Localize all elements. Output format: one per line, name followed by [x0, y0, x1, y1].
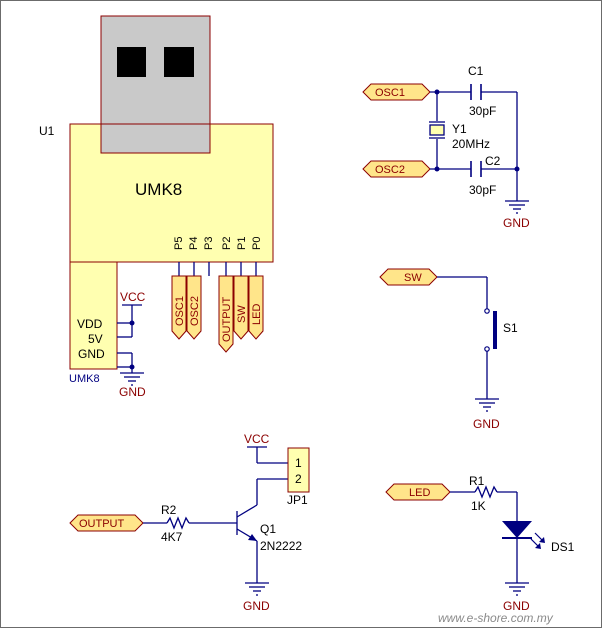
umk8-ref: U1: [39, 124, 55, 138]
pin-label-p0: P0: [251, 237, 263, 250]
gnd-symbol-crystal: [504, 200, 530, 214]
gnd-label-crystal: GND: [503, 216, 530, 230]
led-wires: [450, 485, 518, 583]
vcc-label-umk8: VCC: [120, 290, 146, 304]
gnd-label-transistor: GND: [243, 599, 270, 613]
umk8-name: UMK8: [135, 180, 182, 199]
osc1-port: OSC1: [362, 83, 431, 101]
jp1-pin1: 1: [295, 456, 302, 470]
r2-value: 4K7: [161, 530, 183, 544]
svg-text:LED: LED: [409, 487, 430, 499]
gnd-label-led: GND: [503, 599, 530, 613]
gnd-symbol-transistor: [244, 582, 270, 596]
svg-text:OUTPUT: OUTPUT: [79, 518, 125, 530]
svg-text:SW: SW: [236, 305, 248, 323]
pin-label-p5: P5: [173, 237, 185, 250]
q1-ref: Q1: [260, 522, 276, 536]
junction-vdd: [129, 320, 135, 326]
crystal-y1: [429, 121, 445, 139]
usb-contact-right: [164, 47, 194, 77]
r1-ref: R1: [469, 474, 485, 488]
c2-value: 30pF: [469, 183, 496, 197]
svg-text:OSC2: OSC2: [375, 164, 405, 176]
junction-osc1: [434, 89, 440, 95]
ds1-ref: DS1: [551, 540, 575, 554]
s1-ref: S1: [503, 321, 518, 335]
usb-connector-overlap: [100, 123, 211, 154]
watermark: www.e-shore.com.my: [438, 611, 554, 625]
pushbutton-s1: [484, 308, 497, 352]
pin-label-p1: P1: [236, 237, 248, 250]
emitter-arrow: [248, 534, 257, 541]
switch-wires: [437, 276, 488, 399]
r1-value: 1K: [471, 499, 486, 513]
c1-value: 30pF: [469, 104, 496, 118]
gnd-symbol-switch: [474, 398, 500, 412]
led-circuit: LED R1 1K DS1 GND: [385, 474, 575, 613]
svg-text:OSC2: OSC2: [189, 296, 201, 326]
svg-text:OSC1: OSC1: [375, 87, 405, 99]
net-label-osc2-vertical: OSC2: [186, 275, 202, 340]
pin-stubs: [178, 262, 257, 276]
umk8-module: U1 UMK8 P5 P4 P3 P2 P1 P0 OSC1 OSC2 OU: [39, 15, 274, 399]
vdd-label: VDD: [77, 317, 103, 331]
pin-label-p2: P2: [221, 237, 233, 250]
gnd-pin-label: GND: [78, 347, 105, 361]
net-label-osc1-vertical: OSC1: [171, 275, 187, 340]
capacitor-c2: [470, 161, 482, 177]
gnd-label-umk8: GND: [119, 385, 146, 399]
c1-ref: C1: [468, 64, 484, 78]
umk8-power-block: [69, 261, 118, 370]
svg-text:OUTPUT: OUTPUT: [221, 297, 233, 343]
output-port: OUTPUT: [69, 514, 144, 532]
q1-value: 2N2222: [260, 539, 302, 553]
diode-ds1: [502, 521, 545, 549]
sw-port: SW: [379, 268, 438, 286]
y1-ref: Y1: [452, 122, 467, 136]
umk8-sub-label: UMK8: [69, 373, 100, 385]
junction-osc2: [434, 166, 440, 172]
r2-ref: R2: [161, 503, 177, 517]
5v-label: 5V: [88, 332, 103, 346]
net-label-led-vertical: LED: [248, 275, 264, 340]
usb-contact-left: [117, 47, 146, 77]
crystal-circuit: OSC1 OSC2: [362, 64, 530, 230]
switch-circuit: SW S1 GND: [379, 268, 518, 431]
transistor-wires: [143, 446, 288, 583]
jp1-header: [287, 447, 310, 493]
junction-gnd: [129, 364, 135, 370]
pin-label-p3: P3: [203, 237, 215, 250]
gnd-label-switch: GND: [473, 417, 500, 431]
jp1-ref: JP1: [287, 493, 308, 507]
vcc-label-transistor: VCC: [244, 432, 270, 446]
capacitor-c1: [470, 84, 482, 100]
net-label-sw-vertical: SW: [233, 275, 249, 340]
transistor-circuit: OUTPUT 1 2 JP1 VCC R2 4K7 Q1 2N2222 GND: [69, 432, 310, 613]
y1-value: 20MHz: [452, 137, 490, 151]
led-port: LED: [385, 483, 451, 501]
svg-text:OSC1: OSC1: [174, 296, 186, 326]
osc2-port: OSC2: [362, 160, 431, 178]
gnd-symbol-led: [504, 582, 530, 596]
umk8-power-wires: [117, 304, 142, 373]
svg-text:LED: LED: [251, 304, 263, 325]
gnd-symbol-umk8: [119, 372, 145, 386]
pin-label-p4: P4: [188, 237, 200, 250]
jp1-pin2: 2: [295, 472, 302, 486]
c2-ref: C2: [485, 154, 501, 168]
svg-text:SW: SW: [404, 272, 422, 284]
junction-crystal-gnd: [514, 166, 520, 172]
net-label-output-vertical: OUTPUT: [218, 275, 234, 353]
